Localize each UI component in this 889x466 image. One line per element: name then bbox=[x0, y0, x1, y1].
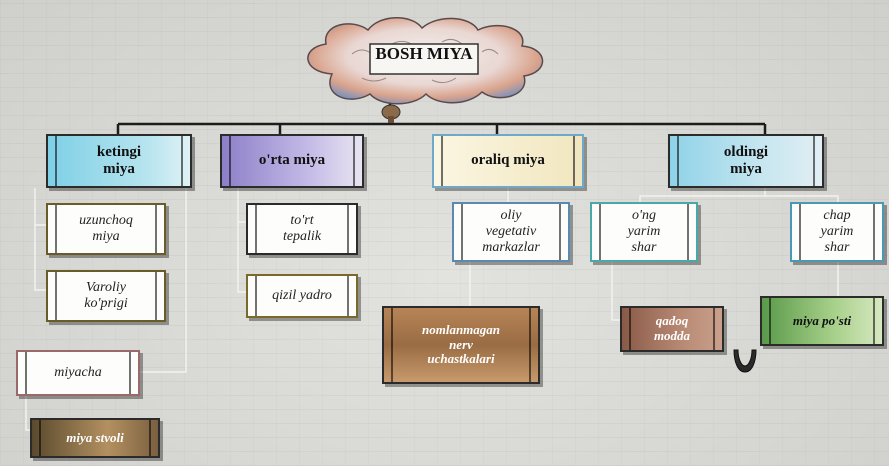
root-cloud-shape bbox=[307, 17, 544, 105]
node-varoliy-koprigi: Varoliy ko'prigi bbox=[46, 270, 166, 322]
node-orta-miya: o'rta miya bbox=[220, 134, 364, 188]
brain-stem-icon bbox=[381, 104, 401, 123]
node-ong-yarim-shar: o'ng yarim shar bbox=[590, 202, 698, 262]
node-tort-tepalik: to'rt tepalik bbox=[246, 203, 358, 255]
node-qizil-yadro: qizil yadro bbox=[246, 274, 358, 318]
node-nomlanmagan-nerv-uchastkalari: nomlanmagan nerv uchastkalari bbox=[382, 306, 540, 384]
node-miya-stvoli: miya stvoli bbox=[30, 418, 160, 458]
corpus-callosum-icon bbox=[733, 349, 757, 373]
node-uzunchoq-miya: uzunchoq miya bbox=[46, 203, 166, 255]
node-ketingi-miya: ketingi miya bbox=[46, 134, 192, 188]
node-oldingi-miya: oldingi miya bbox=[668, 134, 824, 188]
node-qadoq-modda: qadoq modda bbox=[620, 306, 724, 352]
root-node-label: BOSH MIYA bbox=[375, 44, 473, 63]
node-chap-yarim-shar: chap yarim shar bbox=[790, 202, 884, 262]
node-oliy-vegetativ-markazlar: oliy vegetativ markazlar bbox=[452, 202, 570, 262]
node-oraliq-miya: oraliq miya bbox=[432, 134, 584, 188]
node-miya-posti: miya po'sti bbox=[760, 296, 884, 346]
node-miyacha: miyacha bbox=[16, 350, 140, 396]
